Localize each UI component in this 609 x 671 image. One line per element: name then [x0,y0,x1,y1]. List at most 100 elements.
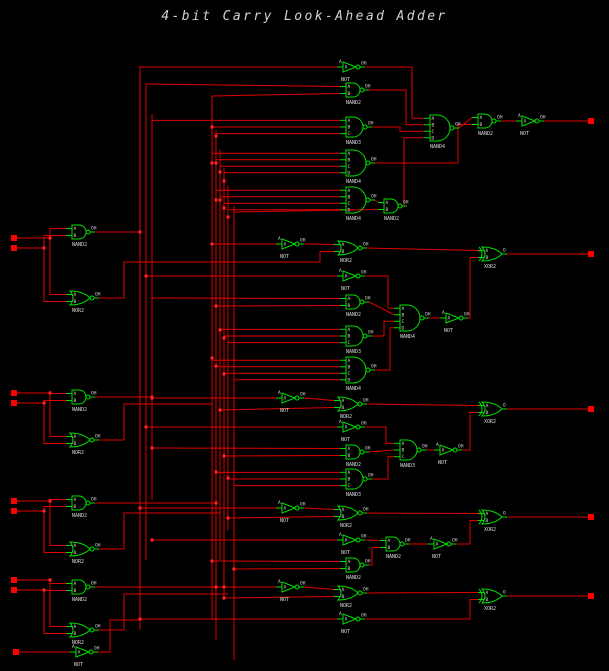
gate-pin-label: C [348,131,351,137]
wire [366,512,479,514]
gate-output-label: OH [405,538,411,544]
sum1-port[interactable] [588,514,594,520]
wire-junction [232,567,236,571]
input-b1-port[interactable] [11,400,17,406]
gate-output-label: OH [368,121,374,127]
wire-junction [222,206,226,210]
gate-pin-label: A [345,538,348,544]
gate-output-label: OH [91,581,97,587]
gate-pin-label: B [74,588,77,594]
gate-output-label: OH [425,312,431,318]
wire [43,403,66,444]
wire-junction [150,396,154,400]
input-a2-port[interactable] [11,498,17,504]
gate-pin-label: A [74,391,77,397]
wire [223,455,341,457]
sum3-port[interactable] [588,251,594,257]
gate-output-label: OH [300,502,306,508]
gate-type-label: NAND3 [346,140,361,146]
gate-output-label: OH [91,226,97,232]
wire [462,412,478,451]
carry-out-port[interactable] [588,118,594,124]
gate-pin-label: A [345,617,348,623]
gate-type-label: NAND2 [72,242,87,248]
input-b2-port[interactable] [11,508,17,514]
gate-pin-label: A [348,151,351,157]
sum2-port[interactable] [588,406,594,412]
sum0-port[interactable] [588,593,594,599]
input-a0-port[interactable] [11,235,17,241]
wire [49,238,66,295]
wire [374,199,379,203]
input-b3-port[interactable] [11,587,17,593]
gate-pin-label: B [348,125,351,131]
carry-in-port[interactable] [13,649,19,655]
gate-output-label: OH [95,624,101,630]
input-a1-port[interactable] [11,390,17,396]
gate-output-label: O [503,590,506,596]
gate-pin-label: A [342,398,345,404]
gate-output-label: OH [371,364,377,370]
input-a3-port[interactable] [11,577,17,583]
wire-junction [210,559,214,563]
wire-junction [48,578,52,582]
wire [43,590,66,634]
gate-pin-label: B [74,299,77,305]
gate-type-label: NAND3 [346,349,361,355]
gate-pin-label: B [348,453,351,459]
gates: ABOHNAND2ABOHNOR2ABOHNAND2ABOHNOR2ABOHNA… [66,59,546,668]
gate-pin-label: A [348,84,351,90]
gate-pin-label: A [339,419,342,425]
gate-type-label: NOR2 [72,559,84,565]
wire-junction [150,538,154,542]
input-b0-port[interactable] [11,245,17,251]
